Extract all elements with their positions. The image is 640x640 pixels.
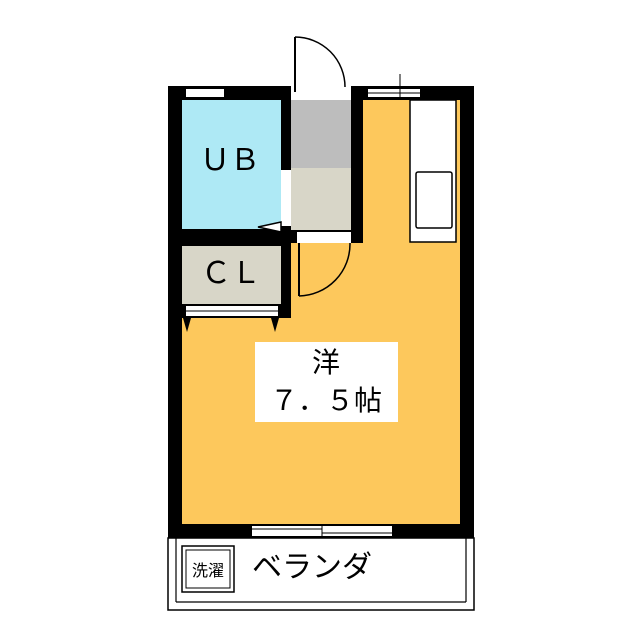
veranda-label: ベランダ [252,550,372,585]
veranda-window [252,524,392,538]
toilet-door [297,232,351,297]
entrance-door [291,36,351,100]
laundry-box-inner [185,549,231,589]
ub-toilet-opening [281,170,291,226]
closet-label: ＣＬ [201,256,261,291]
laundry-label: 洗濯 [192,561,224,580]
closet-fill [182,246,281,304]
wall-right [460,86,474,538]
toilet-upper-fill [291,100,351,168]
ub-door-marker [257,221,282,233]
western-room-type: 洋 [312,346,340,379]
western-room-size: ７．５帖 [270,384,382,417]
kitchen-sink [415,171,453,229]
closet-opening [183,306,279,332]
wall-ub-bottom [168,229,291,246]
wall-ub-right [281,86,291,236]
wall-toilet-right [351,86,363,243]
unit-bath-fill [182,100,281,229]
wall-closet-right [281,246,291,308]
western-room-label-bg [255,342,398,422]
window-ub [186,89,224,97]
window-kitchen [368,89,420,97]
toilet-lower-fill [291,168,351,230]
unit-bath-label: ＵＢ [200,143,260,178]
